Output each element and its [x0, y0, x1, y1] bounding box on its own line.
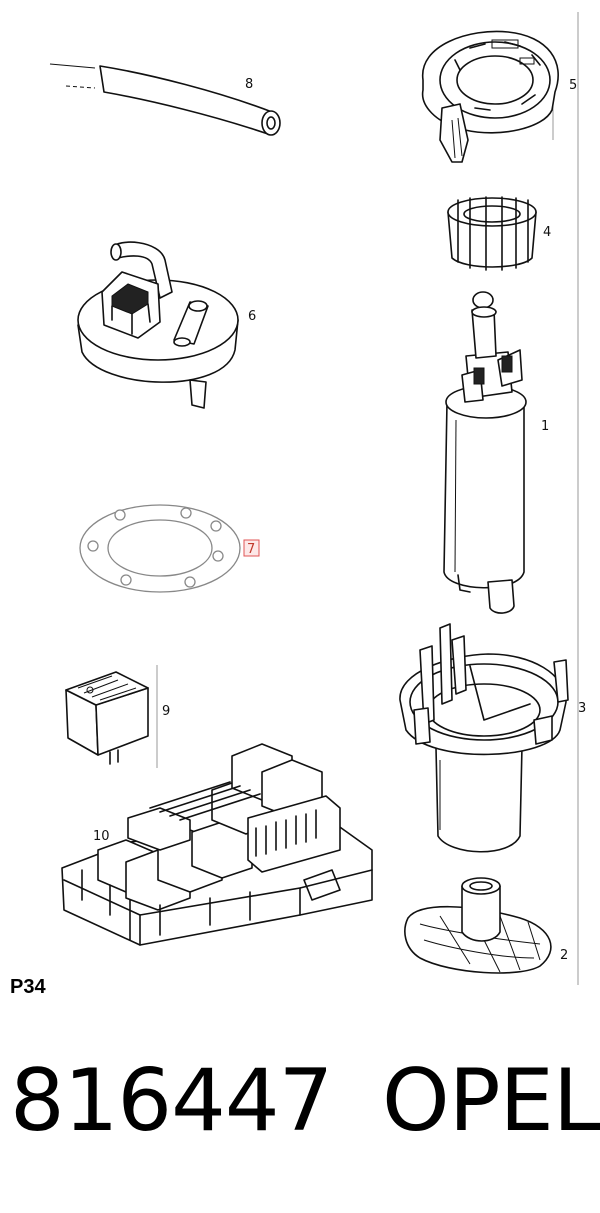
part-6-sender-cover	[77, 241, 239, 409]
exploded-parts-diagram: 8 5 4 6 1 7 9 3 10 2	[49, 12, 586, 985]
callout-7-highlight-box	[243, 539, 260, 557]
callout-3: 3	[578, 701, 586, 716]
part-8-fuel-hose	[49, 63, 281, 136]
callout-6: 6	[248, 309, 256, 324]
brand-name: OPEL	[382, 1051, 600, 1151]
callout-5: 5	[569, 78, 577, 93]
page-code: P34	[10, 976, 46, 998]
part-2-pickup-strainer	[404, 877, 552, 974]
callout-2: 2	[560, 948, 568, 963]
callout-1: 1	[541, 419, 549, 434]
part-3-reservoir	[399, 623, 569, 853]
part-4-strainer	[447, 196, 537, 271]
part-10-fuse-box	[61, 743, 373, 946]
part-5-locking-ring	[421, 30, 559, 163]
callout-7: 7	[247, 542, 255, 557]
callout-9: 9	[162, 704, 170, 719]
callout-10: 10	[93, 829, 110, 844]
callout-4: 4	[543, 225, 551, 240]
part-9-relay	[65, 671, 149, 765]
callout-8: 8	[245, 77, 253, 92]
part-number: 816447	[10, 1051, 333, 1151]
part-1-fuel-pump	[443, 291, 527, 614]
part-7-gasket	[79, 504, 241, 593]
